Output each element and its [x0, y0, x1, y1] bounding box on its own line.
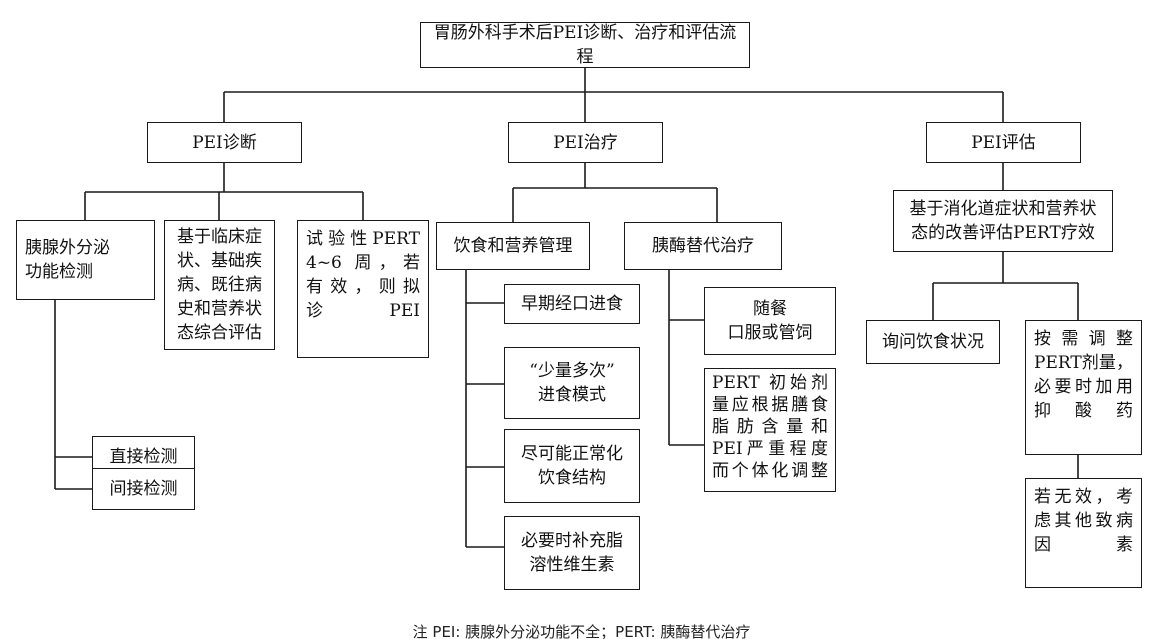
branch-evaluation: PEI评估: [926, 122, 1081, 163]
flowchart-title: 胃肠外科手术后PEI诊断、治疗和评估流程: [420, 22, 750, 68]
enzyme-item-initial-dose: PERT 初始剂 量应根据膳食 脂肪含量和 PEI严重程度 而个体化调整: [704, 368, 836, 492]
branch-treatment: PEI治疗: [508, 122, 663, 163]
pert-efficacy-evaluation-box: 基于消化道症状和营养状 态的改善评估PERT疗效: [893, 190, 1113, 252]
enzyme-replacement-therapy-box: 胰酶替代治疗: [624, 222, 782, 270]
diet-item-small-frequent-meals: “少量多次” 进食模式: [504, 347, 640, 419]
footnote: 注 PEI: 胰腺外分泌功能不全；PERT: 胰酶替代治疗: [412, 623, 751, 639]
diet-nutrition-management-box: 饮食和营养管理: [436, 222, 590, 270]
exocrine-function-test-box: 胰腺外分泌 功能检测: [16, 220, 155, 300]
diet-inquiry-box: 询问饮食状况: [866, 320, 1000, 364]
clinical-evaluation-box: 基于临床症 状、基础疾 病、既往病 史和营养状 态综合评估: [164, 220, 275, 350]
adjust-pert-dose-box: 按需调整 PERT剂量， 必要时加用 抑酸药: [1025, 320, 1142, 455]
consider-other-causes-box: 若无效，考 虑其他致病 因素: [1025, 478, 1142, 588]
trial-pert-box: 试验性PERT 4~6 周，若 有效，则拟 诊PEI: [297, 220, 429, 358]
branch-diagnosis: PEI诊断: [147, 122, 302, 163]
enzyme-item-with-meals: 随餐 口服或管饲: [704, 287, 836, 355]
diet-item-normalize-diet: 尽可能正常化 饮食结构: [504, 429, 640, 503]
diet-item-fat-soluble-vitamins: 必要时补充脂 溶性维生素: [504, 516, 640, 590]
indirect-test-box: 间接检测: [92, 468, 195, 510]
diet-item-early-oral-intake: 早期经口进食: [504, 284, 640, 324]
